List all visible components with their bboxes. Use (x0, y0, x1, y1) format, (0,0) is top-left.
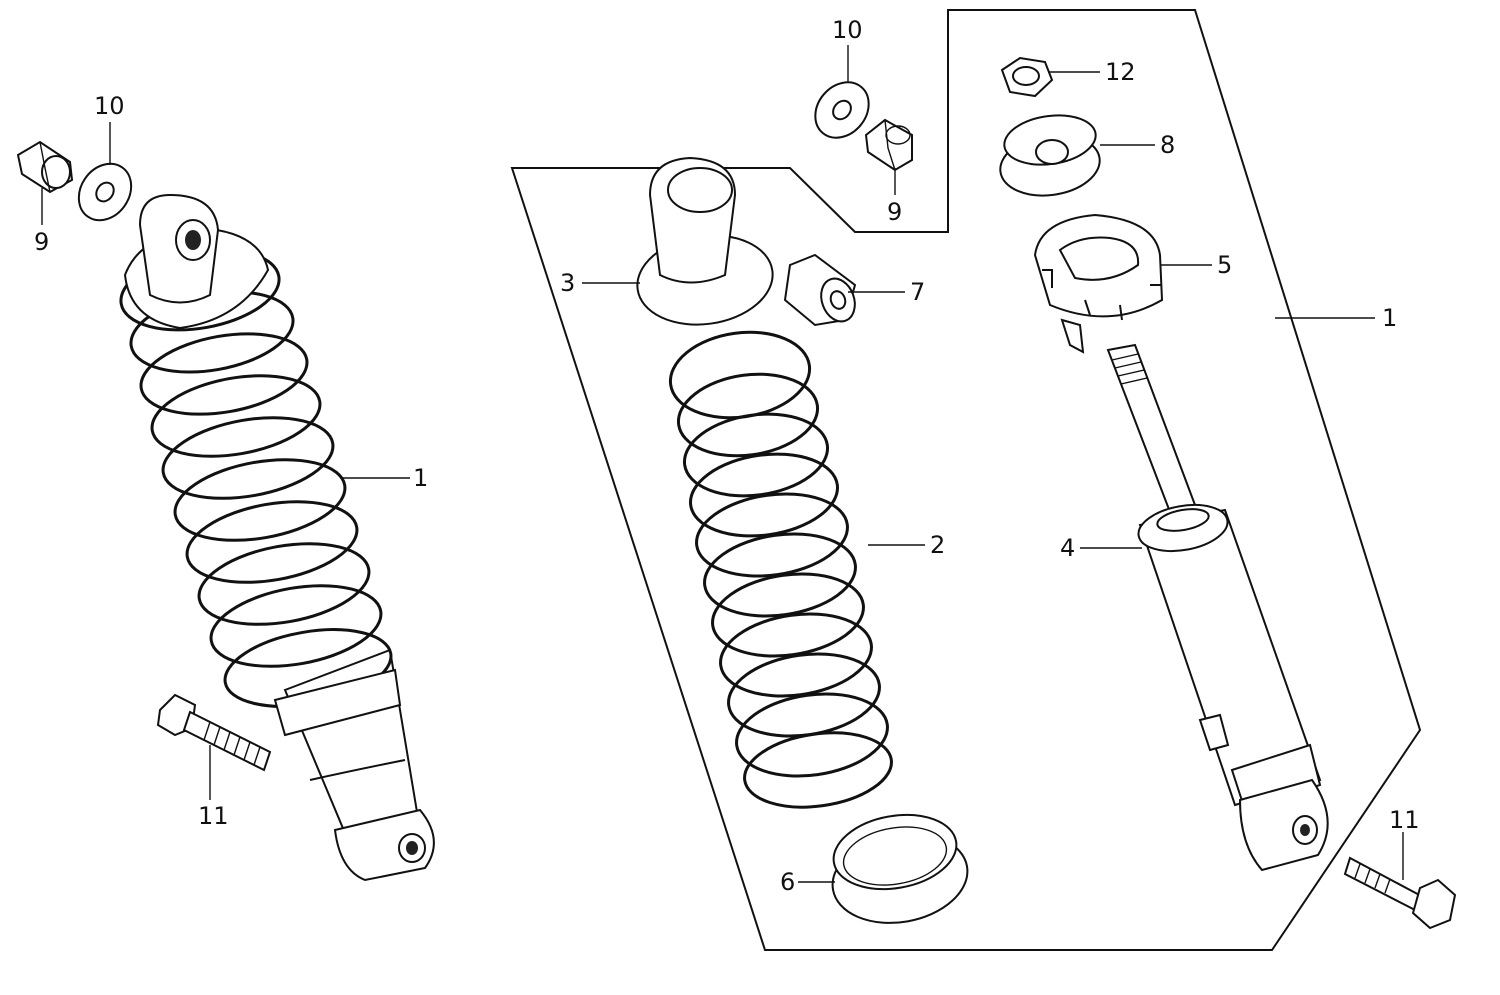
callout-10-left: 10 (94, 92, 125, 120)
bolt-right (1343, 856, 1457, 930)
callout-11-left: 11 (198, 802, 229, 830)
callout-4: 4 (1060, 534, 1075, 562)
cap-nut-left (16, 140, 74, 194)
washer-left (77, 162, 133, 222)
bolt-left (156, 693, 272, 772)
washer-center (814, 81, 870, 139)
callout-2: 2 (930, 531, 945, 559)
assembled-spring-coils (119, 248, 393, 708)
rubber-bushing (783, 253, 857, 327)
damper-unit (1106, 343, 1329, 872)
shock-absorber-assembled (119, 193, 435, 882)
callout-3: 3 (560, 269, 575, 297)
spring-collar (831, 813, 969, 924)
callout-9-left: 9 (34, 228, 49, 256)
callout-1-left: 1 (413, 464, 428, 492)
callout-5: 5 (1217, 251, 1232, 279)
coil-spring (668, 330, 893, 809)
callout-6: 6 (780, 868, 795, 896)
callout-12: 12 (1105, 58, 1136, 86)
callout-10-mid: 10 (832, 16, 863, 44)
callout-labels: 1 9 10 11 3 7 10 9 2 6 12 8 5 1 4 11 (34, 16, 1420, 896)
callout-1-right: 1 (1382, 304, 1397, 332)
callout-7: 7 (910, 278, 925, 306)
leader-lines (41, 45, 1404, 883)
assembly-outline (510, 9, 1422, 951)
rubber-mount (999, 114, 1101, 197)
callout-8: 8 (1160, 131, 1175, 159)
cap-nut-center (864, 118, 913, 172)
callout-11-right: 11 (1389, 806, 1420, 834)
lock-nut (1000, 56, 1054, 98)
spring-cap (636, 156, 774, 326)
spring-adjuster (1033, 213, 1164, 354)
callout-9-mid: 9 (887, 198, 902, 226)
